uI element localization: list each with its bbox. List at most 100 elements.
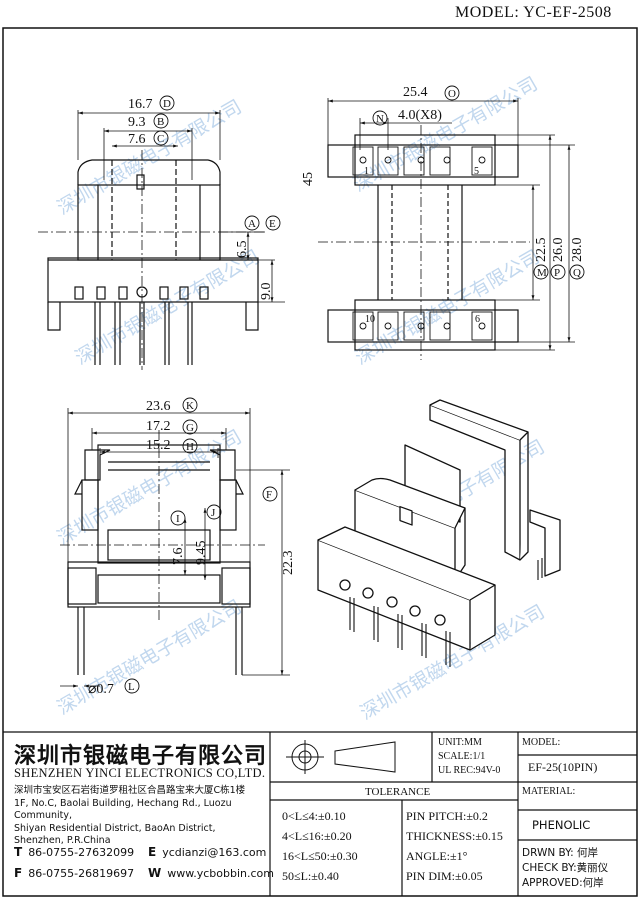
tag-e: E — [269, 218, 276, 230]
tag-f: F — [266, 489, 272, 501]
address-line-4: Shenzhen, P.R.China — [14, 835, 111, 846]
pin-10-label: 10 — [365, 314, 375, 325]
dim-a-value: 6.5 — [235, 241, 250, 259]
tag-p: P — [554, 267, 560, 279]
front-view-tags: K G H I J F L — [124, 397, 278, 694]
dim-i-value: 7.6 — [171, 548, 186, 566]
fax-row: F 86-0755-26819697 — [14, 866, 134, 880]
top-view-tags: O N M P Q — [372, 85, 585, 280]
email-label: E — [148, 845, 157, 859]
title-block-grid — [3, 731, 637, 896]
pin-1-label: 1 — [364, 166, 369, 177]
dim-m-value: 22.5 — [534, 238, 549, 263]
tol-left-3: 16<L≤50:±0.30 — [282, 849, 358, 863]
dim-e-value: 9.0 — [259, 283, 274, 301]
watermark-4: 深圳市银磁电子有限公司 — [352, 246, 544, 370]
tag-i: I — [176, 513, 180, 525]
side-view-tags: D B C A E — [153, 95, 281, 231]
model-header: MODEL: YC-EF-2508 — [455, 4, 612, 21]
tol-right-4: PIN DIM:±0.05 — [406, 869, 483, 883]
dim-b-value: 9.3 — [128, 115, 146, 130]
tag-k: K — [186, 400, 194, 412]
company-name-cn: 深圳市银磁电子有限公司 — [14, 744, 268, 769]
isometric-view — [317, 399, 561, 667]
dim-h-value: 15.2 — [146, 438, 171, 453]
watermark-7: 深圳市银磁电子有限公司 — [54, 596, 246, 720]
fax-label: F — [14, 866, 23, 880]
material-value: PHENOLIC — [532, 818, 591, 832]
dim-c-value: 7.6 — [128, 132, 146, 147]
tel-value: 86-0755-27632099 — [28, 846, 135, 859]
tag-d: D — [163, 98, 171, 110]
material-label: MATERIAL: — [522, 786, 576, 797]
checked-by: CHECK BY:黄丽仪 — [522, 862, 609, 874]
top-view-dims — [327, 98, 575, 351]
tol-right-2: THICKNESS:±0.15 — [406, 829, 503, 843]
iso-pins — [349, 558, 543, 667]
top-view-pin-pads — [352, 146, 493, 341]
tag-q: Q — [573, 267, 581, 279]
approved-by: APPROVED:何岸 — [522, 877, 604, 889]
pin-5-label: 5 — [474, 166, 479, 177]
sheet-border — [2, 27, 638, 897]
tol-left-1: 0<L≤4:±0.10 — [282, 809, 346, 823]
watermark-1: 深圳市银磁电子有限公司 — [54, 96, 246, 220]
dim-n-value: 4.0(X8) — [398, 108, 442, 123]
dim-k-value: 23.6 — [146, 399, 171, 414]
iso-pin-holes — [339, 579, 446, 626]
tag-j: J — [211, 507, 216, 519]
address-line-1: 深圳市宝安区石岩街道罗租社区合昌路宝来大厦C栋1楼 — [14, 785, 246, 796]
tol-right-3: ANGLE:±1° — [406, 849, 468, 863]
dim-g-value: 17.2 — [146, 419, 171, 434]
tag-c: C — [157, 133, 164, 145]
web-label: W — [148, 866, 162, 880]
address-line-3: Shiyan Residential District, BaoAn Distr… — [14, 822, 216, 834]
dim-q-value: 28.0 — [570, 238, 585, 263]
front-view — [60, 430, 265, 675]
drawn-by: DRWN BY: 何岸 — [522, 847, 599, 859]
tag-n: N — [376, 113, 384, 125]
tel-label: T — [14, 845, 23, 859]
tol-left-4: 50≤L:±0.40 — [282, 869, 339, 883]
tol-left-2: 4<L≤16:±0.20 — [282, 829, 352, 843]
unit-label: UNIT:MM — [438, 737, 482, 748]
email-value: ycdianzi@163.com — [162, 846, 267, 859]
top-view — [318, 125, 530, 360]
dim-p-value: 26.0 — [551, 238, 566, 263]
tag-h: H — [186, 441, 194, 453]
dim-o-value: 25.4 — [403, 85, 428, 100]
tag-o: O — [448, 88, 456, 100]
model-label: MODEL: — [522, 737, 561, 748]
projection-symbol — [286, 740, 396, 774]
tag-l: L — [128, 681, 135, 693]
address-line-2: 1F, No.C, Baolai Building, Hechang Rd., … — [14, 797, 232, 822]
side-view-dims — [77, 110, 285, 303]
side-view-pins — [74, 286, 209, 365]
tel-row: T 86-0755-27632099 — [14, 845, 134, 859]
dim-j-value: 9.45 — [194, 541, 209, 566]
dim-45-value: 45 — [301, 172, 316, 186]
top-view-dim-labels: 25.4 4.0(X8) 45 22.5 26.0 28.0 1 5 10 6 — [301, 85, 585, 325]
pin-6-label: 6 — [475, 314, 480, 325]
dim-l-value: ⌀0.7 — [88, 682, 114, 697]
tag-m: M — [537, 267, 547, 279]
dim-d-value: 16.7 — [128, 97, 153, 112]
company-address: 深圳市宝安区石岩街道罗租社区合昌路宝来大厦C栋1楼 1F, No.C, Baol… — [14, 785, 272, 848]
front-view-dims — [60, 408, 290, 688]
ul-label: UL REC:94V-0 — [438, 765, 501, 776]
scale-label: SCALE:1/1 — [438, 751, 486, 762]
web-value: www.ycbobbin.com — [167, 867, 274, 880]
fax-value: 86-0755-26819697 — [28, 867, 135, 880]
model-value: EF-25(10PIN) — [528, 760, 598, 774]
tolerance-title: TOLERANCE — [365, 786, 431, 798]
front-view-dim-labels: 23.6 17.2 15.2 7.6 9.45 22.3 ⌀0.7 — [88, 399, 296, 697]
side-view-dim-labels: 16.7 9.3 7.6 6.5 9.0 — [128, 97, 274, 300]
dim-f-value: 22.3 — [281, 551, 296, 576]
tag-g: G — [186, 422, 194, 434]
tag-a: A — [248, 218, 256, 230]
tag-b: B — [157, 116, 164, 128]
tol-right-1: PIN PITCH:±0.2 — [406, 809, 488, 823]
